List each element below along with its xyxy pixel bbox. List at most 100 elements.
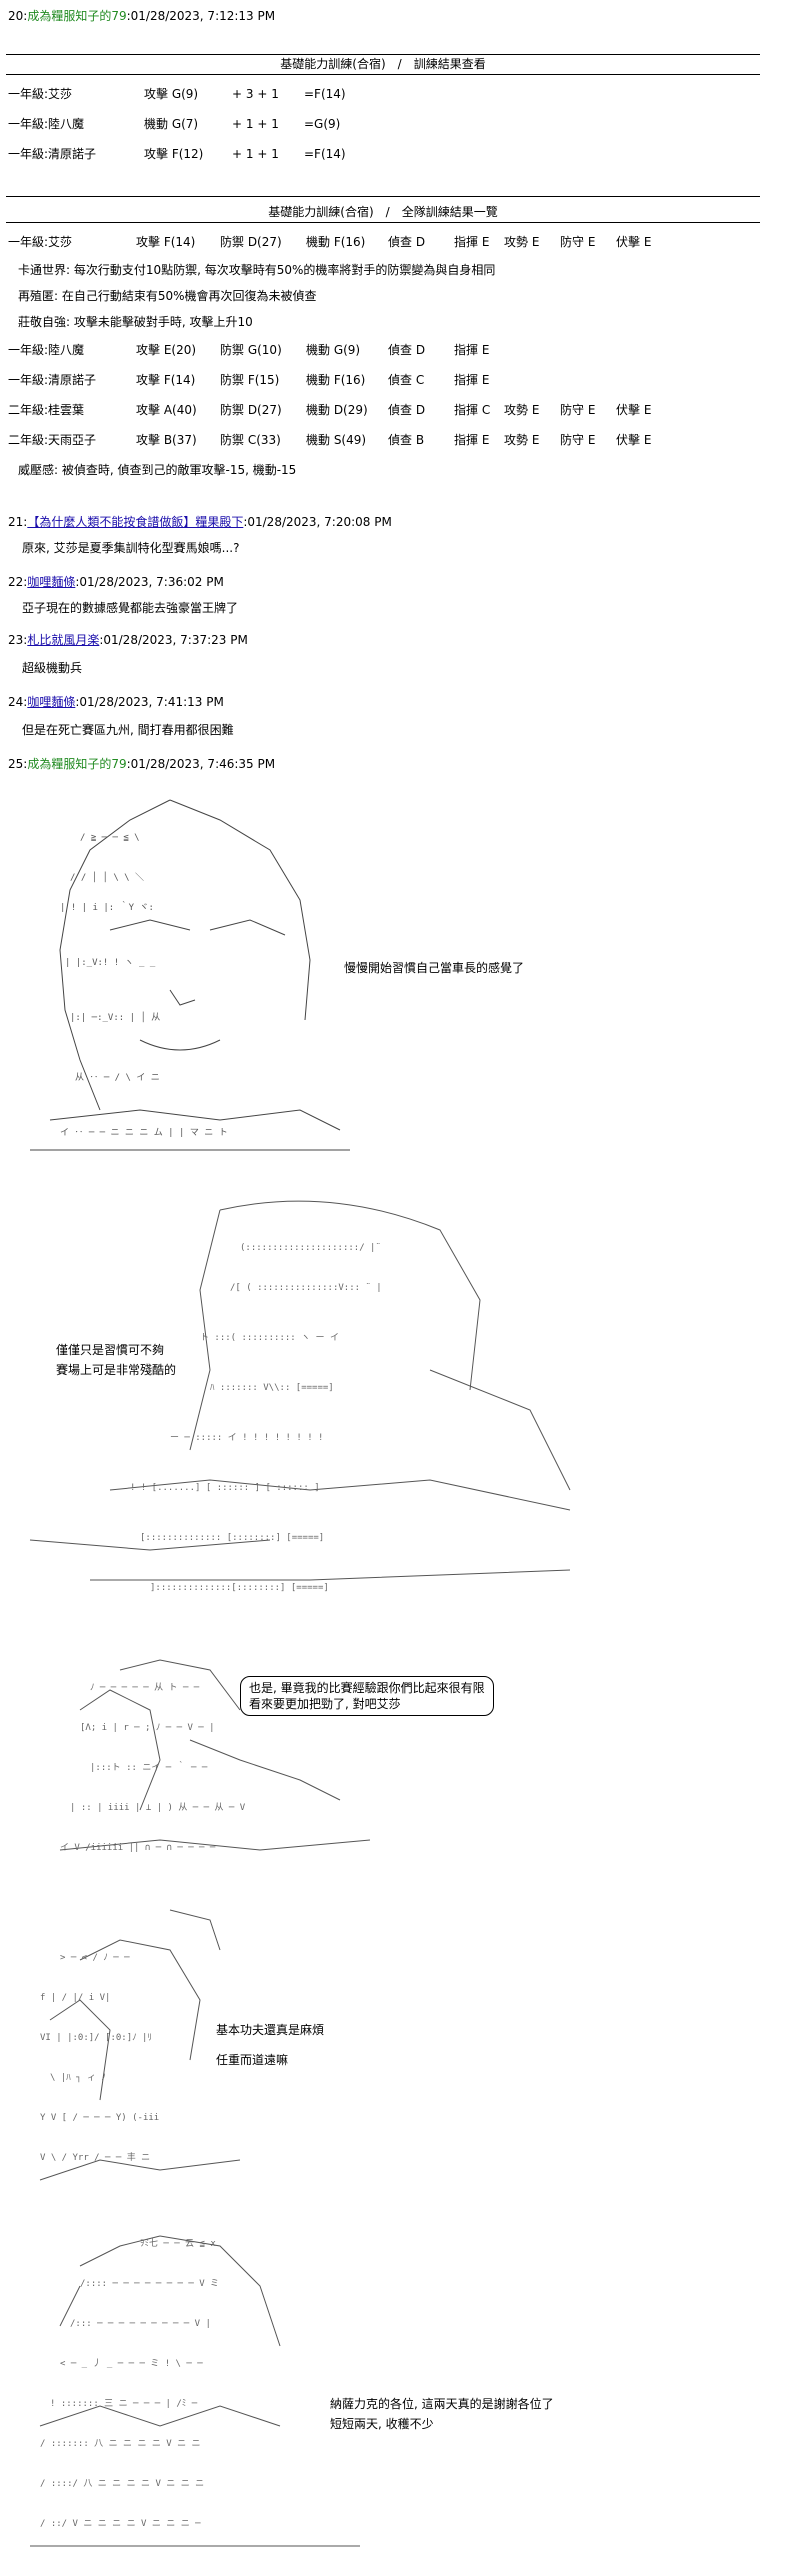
poster-name-link[interactable]: 【為什麼人類不能按食譜做飯】糧果殿下 (27, 515, 244, 529)
aa-dialogue: 看來要更加把勁了, 對吧艾莎 (249, 1697, 401, 1711)
table-2-title: 基礎能力訓練(合宿) / 全隊訓練結果一覽 (268, 205, 498, 219)
divider (6, 196, 760, 197)
svg-text:| :: | iiii | ⊥ | ) 从 ─ ─ 从 ─: | :: | iiii | ⊥ | ) 从 ─ ─ 从 ─ V (70, 1802, 246, 1813)
row-cmd: 指揮 E (454, 373, 490, 387)
aa-dialogue: 僅僅只是習慣可不夠 (56, 1343, 165, 1357)
post-date: :01/28/2023, 7:20:08 PM (243, 515, 392, 529)
row-def: 防禦 G(10) (220, 343, 282, 357)
row-dfs: 防守 E (560, 235, 596, 249)
divider (6, 54, 760, 55)
skill-note: 再殖匿: 在自己行動結束有50%機會再次回復為未被偵查 (18, 289, 317, 303)
ascii-art-figure: / ≧ ─ ─ ≦ \ / / │ │ \ \ ＼ | ! | i |: ｀Y … (30, 799, 350, 1151)
post-date: :01/28/2023, 7:41:13 PM (75, 695, 224, 709)
ascii-art-panel-2: (:::::::::::::::::::::/ |¨ /[ ( ::::::::… (10, 1190, 590, 1630)
row-mob: 機動 S(49) (306, 433, 367, 447)
post-20-header: 20:成為糧服知子的79:01/28/2023, 7:12:13 PM (8, 8, 275, 24)
svg-text:Y V [ / ─ ─ ─ Y) (-iii: Y V [ / ─ ─ ─ Y) (-iii (40, 2113, 159, 2123)
post-date: :01/28/2023, 7:12:13 PM (126, 9, 276, 23)
row-rec: 偵查 D (388, 403, 426, 417)
post-number: 20: (8, 9, 28, 23)
aa-dialogue: 也是, 畢竟我的比賽經驗跟你們比起來很有限 (249, 1681, 485, 1695)
aa-dialogue: 慢慢開始習慣自己當車長的感覺了 (344, 961, 525, 975)
svg-text:ｦﾐ七 ─ ─ 云 ≦ x: ｦﾐ七 ─ ─ 云 ≦ x (140, 2238, 216, 2249)
svg-text:|:| ─:_V:: | │ 从: |:| ─:_V:: | │ 从 (70, 1011, 160, 1023)
row-def: 防禦 C(33) (220, 433, 281, 447)
post-date: :01/28/2023, 7:46:35 PM (126, 757, 276, 771)
post-message: 但是在死亡賽區九州, 間打春用都很困難 (22, 723, 234, 737)
row-result: =G(9) (304, 117, 341, 131)
skill-note: 威壓感: 被偵查時, 偵查到己的敵軍攻擊-15, 機動-15 (18, 463, 297, 477)
row-cmd: 指揮 E (454, 343, 490, 357)
row-off: 攻勢 E (504, 235, 540, 249)
post-number: 24: (8, 695, 28, 709)
poster-name-link[interactable]: 札比就風月楽 (27, 633, 100, 647)
ascii-art-panel-1: / ≧ ─ ─ ≦ \ / / │ │ \ \ ＼ | ! | i |: ｀Y … (20, 790, 360, 1160)
row-name: 二年級:天雨亞子 (8, 433, 97, 447)
divider (6, 74, 760, 75)
svg-text:f | / |/ i V|: f | / |/ i V| (40, 1993, 110, 2003)
row-name: 一年級:陸八魔 (8, 343, 85, 357)
post-date: :01/28/2023, 7:36:02 PM (75, 575, 224, 589)
svg-text:/::: ─ ─ ─ ─ ─ ─ ─ ─ ─ V |: /::: ─ ─ ─ ─ ─ ─ ─ ─ ─ V | (70, 2319, 211, 2329)
post-21-header: 21:【為什麼人類不能按食譜做飯】糧果殿下:01/28/2023, 7:20:0… (8, 514, 392, 530)
svg-text:\ |ﾊ ┐ ィ ﾉ: \ |ﾊ ┐ ィ ﾉ (50, 2073, 106, 2083)
row-mob: 機動 G(9) (306, 343, 361, 357)
svg-text:ー ─ ::::: イ ! ! ! ! ! ! ! !: ー ─ ::::: イ ! ! ! ! ! ! ! ! (170, 1433, 323, 1443)
svg-text:ﾉ ─ ─ ─ ─ ─ 从 ト ─ ─: ﾉ ─ ─ ─ ─ ─ 从 ト ─ ─ (90, 1682, 200, 1693)
row-rec: 偵查 B (388, 433, 425, 447)
skill-note: 卡通世界: 每次行動支付10點防禦, 每次攻擊時有50%的機率將對手的防禦變為與… (18, 263, 496, 277)
svg-text:< ─ _ 丿 _ ─ ─ ─ ミ ! \ ─ ─: < ─ _ 丿 _ ─ ─ ─ ミ ! \ ─ ─ (60, 2359, 203, 2369)
speech-bubble: 也是, 畢竟我的比賽經驗跟你們比起來很有限 看來要更加把勁了, 對吧艾莎 (240, 1676, 494, 1716)
row-result: =F(14) (304, 87, 346, 101)
row-dfs: 防守 E (560, 433, 596, 447)
svg-text:| |:_V:! ! ヽ _ _: | |:_V:! ! ヽ _ _ (65, 958, 156, 968)
post-number: 21: (8, 515, 28, 529)
poster-name[interactable]: 成為糧服知子的79 (27, 757, 127, 771)
svg-text:> ─ < / ﾉ ─ ─: > ─ < / ﾉ ─ ─ (60, 1953, 130, 1963)
poster-name-link[interactable]: 咖哩麵條 (27, 695, 76, 709)
post-message: 亞子現在的數據感覺都能去強豪當王牌了 (22, 601, 239, 615)
row-name: 一年級:艾莎 (8, 235, 73, 249)
row-cmd: 指揮 E (454, 433, 490, 447)
poster-name[interactable]: 成為糧服知子的79 (27, 9, 127, 23)
svg-text:VI | |:0:]/ [:0:]ﾉ |ﾘ: VI | |:0:]/ [:0:]ﾉ |ﾘ (40, 2033, 152, 2043)
aa-dialogue: 賽場上可是非常殘酷的 (56, 1363, 177, 1377)
row-amb: 伏擊 E (616, 403, 652, 417)
post-22-header: 22:咖哩麵條:01/28/2023, 7:36:02 PM (8, 574, 224, 590)
svg-text:| ! | i |: ｀Y ヾ:: | ! | i |: ｀Y ヾ: (60, 900, 154, 913)
row-off: 攻勢 E (504, 433, 540, 447)
svg-text:! ::::::: 三 ニ ─ ─ ─ | /ﾐ ─: ! ::::::: 三 ニ ─ ─ ─ | /ﾐ ─ (50, 2399, 198, 2409)
row-cmd: 指揮 E (454, 235, 490, 249)
aa-dialogue: 基本功夫還真是麻煩 (216, 2023, 325, 2037)
svg-text:ト :::( :::::::::: ヽ ー イ: ト :::( :::::::::: ヽ ー イ (200, 1333, 339, 1343)
svg-text:イ ‥ ─ ─ ニ ニ ニ ム | | マ ニ ト: イ ‥ ─ ─ ニ ニ ニ ム | | マ ニ ト (60, 1127, 228, 1138)
aa-dialogue: 任重而道遠嘛 (216, 2053, 289, 2067)
row-name: 一年級:艾莎 (8, 87, 73, 101)
row-mob: 機動 D(29) (306, 403, 368, 417)
row-calc: + 1 + 1 (232, 117, 279, 131)
svg-text:/ ::::::: 八 ニ ニ ニ ニ V ニ ニ: / ::::::: 八 ニ ニ ニ ニ V ニ ニ (40, 2439, 201, 2449)
post-date: :01/28/2023, 7:37:23 PM (99, 633, 248, 647)
post-25-header: 25:成為糧服知子的79:01/28/2023, 7:46:35 PM (8, 756, 275, 772)
aa-dialogue: 納薩力克的各位, 這兩天真的是謝謝各位了 (330, 2397, 554, 2411)
svg-text:[:::::::::::::: [::::::::] [==: [:::::::::::::: [::::::::] [=====] (140, 1533, 324, 1543)
table-1-title: 基礎能力訓練(合宿) / 訓練結果查看 (280, 57, 486, 71)
row-rec: 偵查 C (388, 373, 425, 387)
svg-text:/ ::::/ 八 ニ ニ ニ ニ V ニ ニ ニ: / ::::/ 八 ニ ニ ニ ニ V ニ ニ ニ (40, 2479, 204, 2489)
row-cmd: 指揮 C (454, 403, 491, 417)
skill-note: 莊敬自強: 攻擊未能擊破對手時, 攻擊上升10 (18, 315, 253, 329)
row-off: 攻勢 E (504, 403, 540, 417)
post-message: 原來, 艾莎是夏季集訓特化型賽馬娘嗎...? (22, 541, 240, 555)
row-stat: 攻擊 F(12) (144, 147, 204, 161)
poster-name-link[interactable]: 咖哩麵條 (27, 575, 76, 589)
post-number: 25: (8, 757, 28, 771)
row-rec: 偵查 D (388, 235, 426, 249)
svg-text:イ V /iiiiii || ∩ ─ ∩ ─ ─ ─ ─: イ V /iiiiii || ∩ ─ ∩ ─ ─ ─ ─ (60, 1843, 216, 1853)
row-stat: 攻擊 G(9) (144, 87, 199, 101)
ascii-art-figure: ﾉ ─ ─ ─ ─ ─ 从 ト ─ ─ [Λ; i | r ─ ; ﾉ ─ ─ … (59, 1659, 371, 1853)
ascii-art-figure: > ─ < / ﾉ ─ ─ f | / |/ i V| VI | |:0:]/ … (39, 1909, 241, 2181)
ascii-art-figure: ｦﾐ七 ─ ─ 云 ≦ x /:::: ─ ─ ─ ─ ─ ─ ─ ─ V ミ … (30, 2235, 360, 2547)
row-atk: 攻擊 B(37) (136, 433, 197, 447)
divider (6, 222, 760, 223)
aa-dialogue: 短短兩天, 收穫不少 (330, 2417, 434, 2431)
